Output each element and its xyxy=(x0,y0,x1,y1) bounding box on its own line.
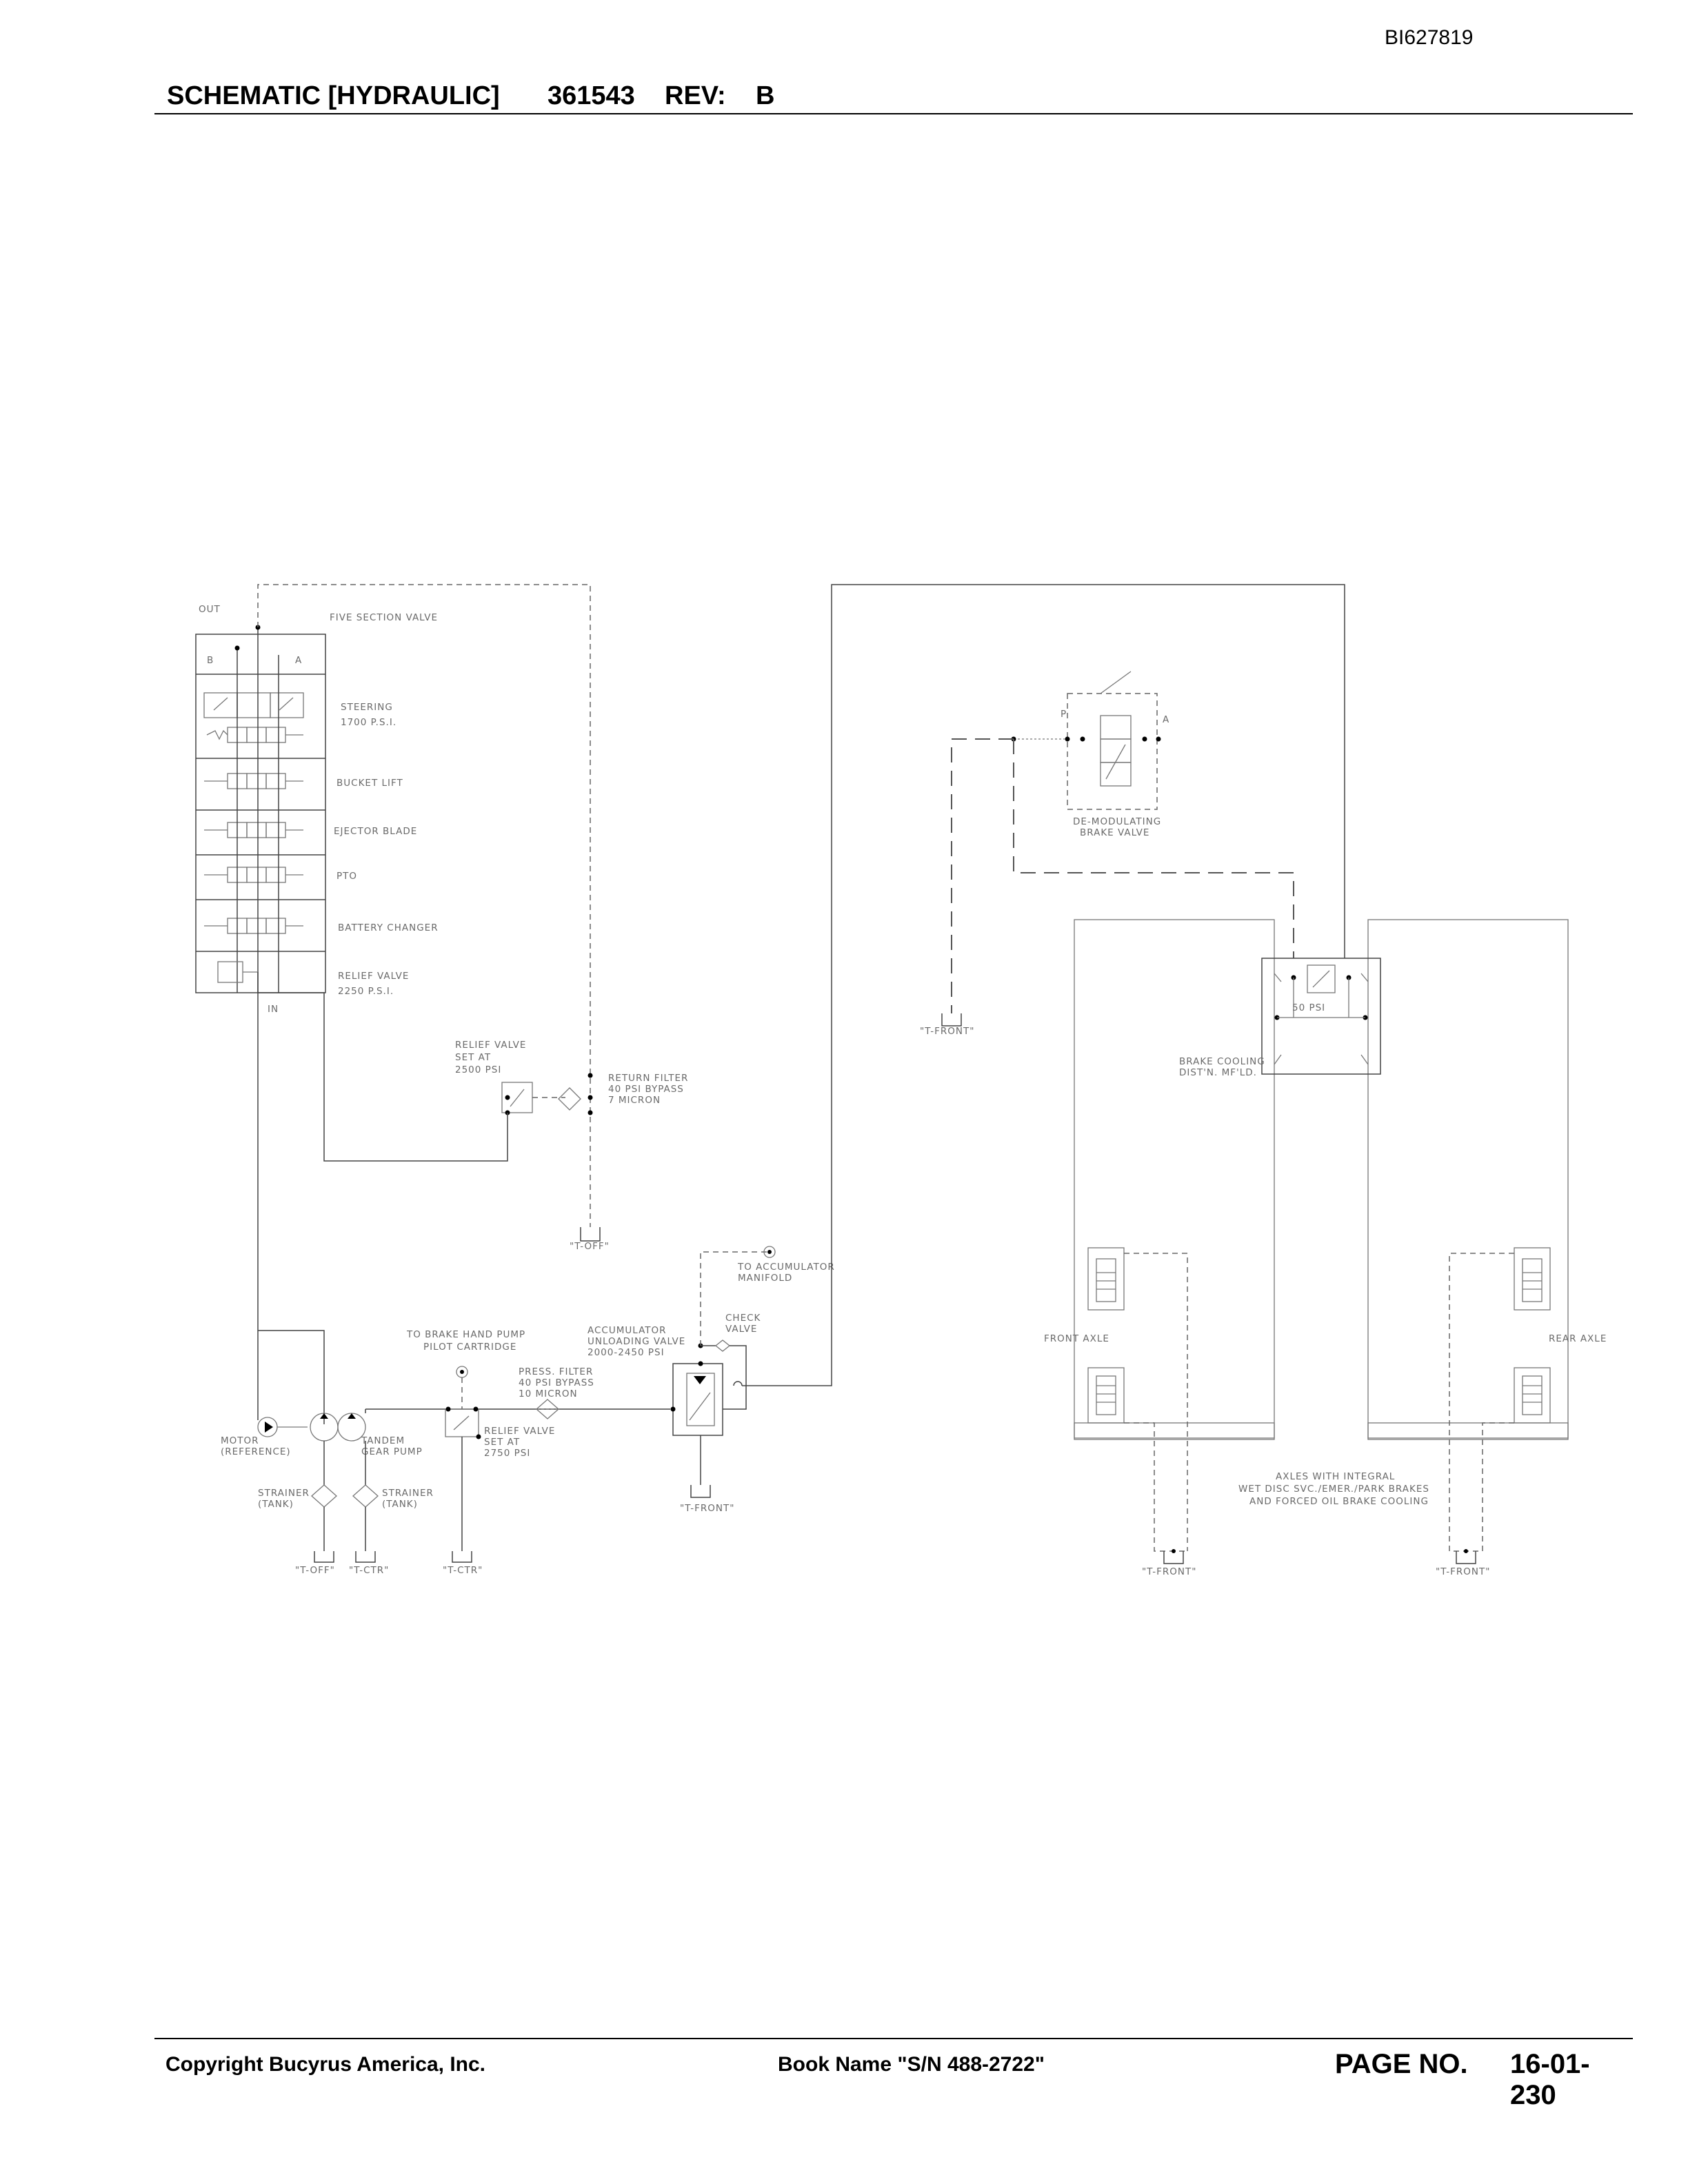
label-strainer-b-right: (TANK) xyxy=(382,1499,418,1510)
label-port-a: A xyxy=(295,655,302,666)
label-press-filter-b: 40 PSI BYPASS xyxy=(519,1377,594,1388)
label-t-ctr-1: "T-CTR" xyxy=(349,1565,389,1576)
label-accum-c: 2000-2450 PSI xyxy=(587,1347,665,1358)
five-section-valve: OUT FIVE SECTION VALVE B A xyxy=(195,604,439,1015)
footer-copyright: Copyright Bucyrus America, Inc. xyxy=(165,2053,486,2076)
label-steering: STEERING xyxy=(341,702,393,713)
label-front-axle: FRONT AXLE xyxy=(1044,1333,1109,1344)
label-de-mod-a: DE-MODULATING xyxy=(1073,816,1161,827)
label-press-filter-c: 10 MICRON xyxy=(519,1388,578,1399)
label-relief-valve-1-psi: 2250 P.S.I. xyxy=(338,986,394,997)
label-steering-psi: 1700 P.S.I. xyxy=(341,717,396,728)
page-footer: Copyright Bucyrus America, Inc. Book Nam… xyxy=(154,2038,1633,2110)
label-t-front-accum: "T-FRONT" xyxy=(680,1503,734,1514)
pump-group: MOTOR (REFERENCE) TANDEM GEAR PUMP STRAI… xyxy=(221,1413,434,1576)
label-port-a2: A xyxy=(1163,714,1169,725)
relief-valve-2500: RELIEF VALVE SET AT 2500 PSI RETURN FILT… xyxy=(455,1040,688,1115)
front-axle: FRONT AXLE "T-FRONT" xyxy=(1044,1247,1275,1577)
label-t-off-top: "T-OFF" xyxy=(570,1241,610,1252)
brake-cooling-manifold: 50 PSI BRAKE COOLING DIST'N. MF'LD. xyxy=(1074,919,1569,1439)
label-relief-valve-3-c: 2750 PSI xyxy=(484,1448,530,1459)
revision-value: B xyxy=(756,81,775,110)
label-strainer-a-left: STRAINER xyxy=(258,1488,310,1499)
label-pto: PTO xyxy=(336,871,357,882)
label-out: OUT xyxy=(199,604,221,615)
label-return-filter-c: 7 MICRON xyxy=(608,1095,661,1106)
label-t-ctr-2: "T-CTR" xyxy=(443,1565,483,1576)
label-tandem-a: TANDEM xyxy=(361,1435,405,1446)
label-relief-valve-2-b: SET AT xyxy=(455,1052,491,1063)
revision-label: REV: xyxy=(665,81,726,110)
label-psi-50: 50 PSI xyxy=(1292,1002,1325,1013)
label-relief-valve-2-a: RELIEF VALVE xyxy=(455,1040,526,1051)
label-ejector-blade: EJECTOR BLADE xyxy=(334,826,417,837)
label-motor-b: (REFERENCE) xyxy=(221,1446,291,1457)
label-t-front-left: "T-FRONT" xyxy=(920,1026,974,1037)
label-t-off-bottom: "T-OFF" xyxy=(295,1565,335,1576)
label-axles-a: AXLES WITH INTEGRAL xyxy=(1276,1471,1395,1482)
page-title: SCHEMATIC [HYDRAULIC] xyxy=(167,81,500,110)
accumulator-unloading-valve: ACCUMULATOR UNLOADING VALVE 2000-2450 PS… xyxy=(587,584,1345,1514)
label-to-accumulator-b: MANIFOLD xyxy=(738,1273,792,1284)
label-relief-valve-2-c: 2500 PSI xyxy=(455,1064,501,1075)
label-relief-valve-1: RELIEF VALVE xyxy=(338,971,409,982)
label-de-mod-b: BRAKE VALVE xyxy=(1080,827,1149,838)
label-t-front-axle-2: "T-FRONT" xyxy=(1436,1566,1490,1577)
label-strainer-a-right: STRAINER xyxy=(382,1488,434,1499)
label-motor-a: MOTOR xyxy=(221,1435,259,1446)
label-relief-valve-3-a: RELIEF VALVE xyxy=(484,1426,555,1437)
label-brake-cooling-a: BRAKE COOLING xyxy=(1179,1056,1265,1067)
de-modulating-brake-valve: P A DE-MODULATING BRAKE VALVE xyxy=(1011,671,1169,838)
label-press-filter-a: PRESS. FILTER xyxy=(519,1366,593,1377)
rear-axle: REAR AXLE "T-FRONT" xyxy=(1367,1247,1607,1577)
label-t-front-axle-1: "T-FRONT" xyxy=(1142,1566,1196,1577)
label-relief-valve-3-b: SET AT xyxy=(484,1437,520,1448)
label-five-section-valve: FIVE SECTION VALVE xyxy=(330,612,438,623)
label-brake-cooling-b: DIST'N. MF'LD. xyxy=(1179,1067,1257,1078)
footer-page-number: 16-01-230 xyxy=(1510,2049,1590,2110)
label-rear-axle: REAR AXLE xyxy=(1549,1333,1607,1344)
label-check-a: CHECK xyxy=(725,1313,761,1324)
tank-t-off-top: "T-OFF" xyxy=(570,1227,610,1252)
label-brake-hand-b: PILOT CARTRIDGE xyxy=(423,1342,516,1353)
label-return-filter-b: 40 PSI BYPASS xyxy=(608,1084,684,1095)
label-in: IN xyxy=(268,1004,279,1015)
footer-page-label: PAGE NO. xyxy=(1335,2049,1468,2079)
label-to-accumulator-a: TO ACCUMULATOR xyxy=(737,1262,835,1273)
document-id: BI627819 xyxy=(1385,26,1474,49)
label-tandem-b: GEAR PUMP xyxy=(361,1446,423,1457)
part-number: 361543 xyxy=(547,81,635,110)
label-battery-changer: BATTERY CHANGER xyxy=(338,922,439,933)
label-check-b: VALVE xyxy=(725,1324,757,1335)
label-axles-c: AND FORCED OIL BRAKE COOLING xyxy=(1249,1496,1429,1507)
label-return-filter-a: RETURN FILTER xyxy=(608,1073,688,1084)
label-accum-a: ACCUMULATOR xyxy=(587,1325,667,1336)
label-bucket-lift: BUCKET LIFT xyxy=(336,778,403,789)
label-port-b: B xyxy=(207,655,214,666)
label-accum-b: UNLOADING VALVE xyxy=(587,1336,685,1347)
label-brake-hand-a: TO BRAKE HAND PUMP xyxy=(406,1329,525,1340)
relief-valve-2750: TO BRAKE HAND PUMP PILOT CARTRIDGE "T-CT… xyxy=(406,1329,594,1576)
label-axles-b: WET DISC SVC./EMER./PARK BRAKES xyxy=(1238,1484,1429,1495)
label-port-p: P xyxy=(1061,709,1067,720)
label-strainer-b-left: (TANK) xyxy=(258,1499,294,1510)
footer-book-name: Book Name "S/N 488-2722" xyxy=(778,2053,1045,2076)
page-header: SCHEMATIC [HYDRAULIC] 361543 REV: B xyxy=(154,79,1633,114)
